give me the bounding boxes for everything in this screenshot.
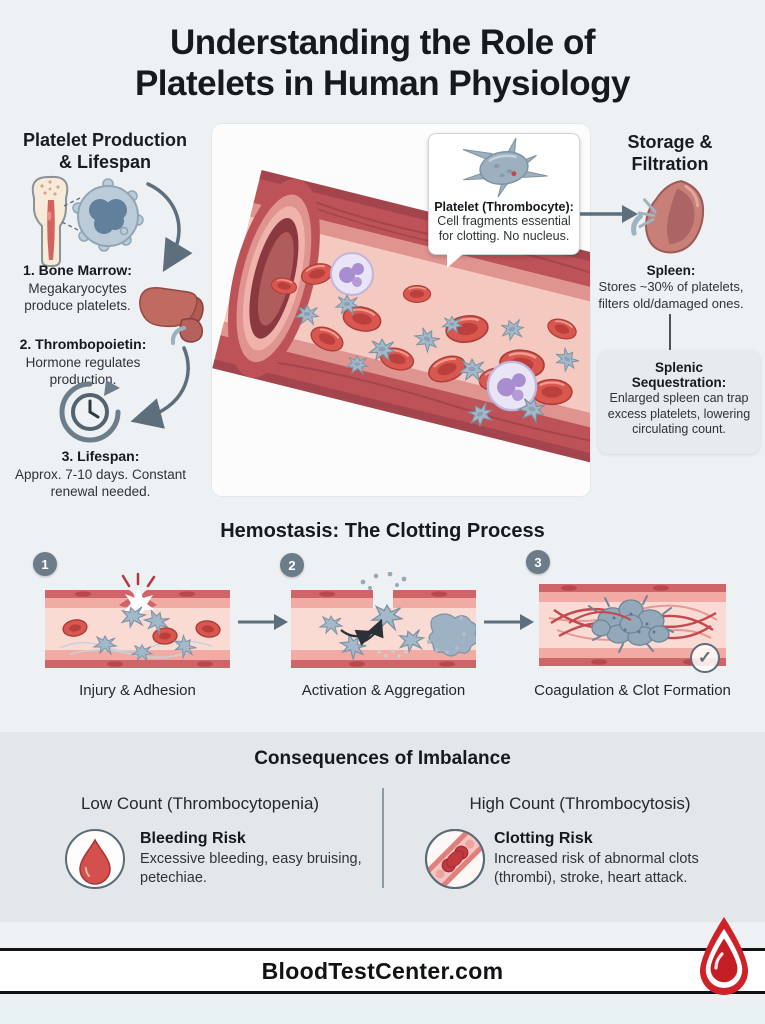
page-title-line1: Understanding the Role of [170, 23, 596, 62]
bleeding-risk-label: Bleeding Risk [140, 830, 246, 847]
bottom-strip [0, 1006, 765, 1024]
hemostasis-step3-caption: Coagulation & Clot Formation [534, 682, 731, 699]
note-text: Enlarged spleen can trap excess platelet… [607, 391, 751, 437]
arrow-to-clock-icon [130, 346, 190, 429]
production-step-2-text: Hormone regulates production. [25, 354, 141, 388]
production-step-3-text: Approx. 7-10 days. Constant renewal need… [14, 466, 187, 500]
storage-heading-line2: Filtration [631, 153, 709, 174]
high-count-heading: High Count (Thrombocytosis) [469, 794, 691, 813]
footer-band: BloodTestCenter.com [0, 948, 765, 994]
check-icon: ✓ [690, 643, 720, 673]
hemostasis-step3-illustration [539, 584, 726, 666]
splenic-sequestration-note: Splenic Sequestration: Enlarged spleen c… [598, 350, 760, 454]
spleen-text-block: Spleen: Stores ~30% of platelets, filter… [585, 262, 757, 313]
arrow-to-spleen-icon [580, 205, 638, 223]
spleen-note-connector [669, 314, 671, 350]
production-heading-line2: & Lifespan [58, 151, 151, 172]
brand-text: BloodTestCenter.com [261, 957, 504, 984]
hemostasis-step1-illustration [45, 572, 230, 668]
step-badge-1: 1 [33, 552, 57, 576]
blood-drop-icon [65, 829, 125, 889]
production-step-2: 2. Thrombopoietin: Hormone regulates pro… [8, 336, 158, 388]
hemostasis-step2-illustration [291, 572, 476, 668]
consequences-divider [382, 788, 384, 888]
hemostasis-title: Hemostasis: The Clotting Process [220, 520, 545, 542]
production-heading-line1: Platelet Production [22, 130, 188, 150]
production-step-3: 3. Lifespan: Approx. 7-10 days. Constant… [8, 448, 193, 500]
blood-vessel-illustration: Platelet (Thrombocyte): Cell fragments e… [212, 124, 590, 496]
page-title-line2: Platelets in Human Physiology [134, 64, 631, 104]
clogged-vessel-icon [425, 829, 485, 889]
clock-lifespan-icon [59, 380, 121, 443]
production-step-2-label: 2. Thrombopoietin: [19, 336, 147, 352]
platelet-icon [462, 138, 548, 198]
step-badge-2: 2 [280, 553, 304, 577]
spleen-icon [631, 180, 705, 254]
arrow-step1-to-step2-icon [238, 614, 288, 630]
arrow-step2-to-step3-icon [484, 614, 534, 630]
note-label: Splenic Sequestration: [631, 360, 727, 390]
clotting-risk-text: Increased risk of abnormal clots (thromb… [494, 851, 699, 886]
arrow-to-liver-icon [146, 182, 193, 272]
blood-drop-logo-icon [700, 917, 748, 995]
bleeding-risk-text: Excessive bleeding, easy bruising, petec… [140, 851, 362, 886]
production-step-1-text: Megakaryocytes produce platelets. [24, 280, 131, 314]
spleen-text: Stores ~30% of platelets, filters old/da… [598, 279, 744, 311]
callout-tail [447, 252, 464, 268]
hemostasis-step1-caption: Injury & Adhesion [79, 682, 196, 699]
step-badge-3: 3 [526, 550, 550, 574]
page-title: Understanding the Role of Platelets in H… [0, 22, 765, 105]
storage-heading-line1: Storage & [627, 132, 713, 152]
spleen-label: Spleen: [646, 263, 696, 278]
production-step-1-label: 1. Bone Marrow: [23, 262, 132, 278]
production-heading: Platelet Production & Lifespan [10, 130, 200, 174]
consequences-title: Consequences of Imbalance [254, 748, 511, 769]
clotting-risk-block: Clotting Risk Increased risk of abnormal… [494, 830, 734, 887]
hemostasis-step2-caption: Activation & Aggregation [301, 682, 466, 699]
bone-marrow-megakaryocyte-icon [31, 175, 144, 267]
storage-heading: Storage & Filtration [600, 132, 740, 176]
production-step-3-label: 3. Lifespan: [61, 448, 140, 464]
callout-text: Cell fragments essential for clotting. N… [437, 214, 571, 244]
low-count-heading: Low Count (Thrombocytopenia) [80, 794, 320, 813]
production-step-1: 1. Bone Marrow: Megakaryocytes produce p… [10, 262, 145, 314]
liver-kidney-icon [139, 287, 204, 345]
platelet-callout: Platelet (Thrombocyte): Cell fragments e… [428, 133, 580, 268]
clotting-risk-label: Clotting Risk [494, 830, 593, 847]
bleeding-risk-block: Bleeding Risk Excessive bleeding, easy b… [140, 830, 365, 887]
callout-label: Platelet (Thrombocyte): [434, 200, 574, 214]
